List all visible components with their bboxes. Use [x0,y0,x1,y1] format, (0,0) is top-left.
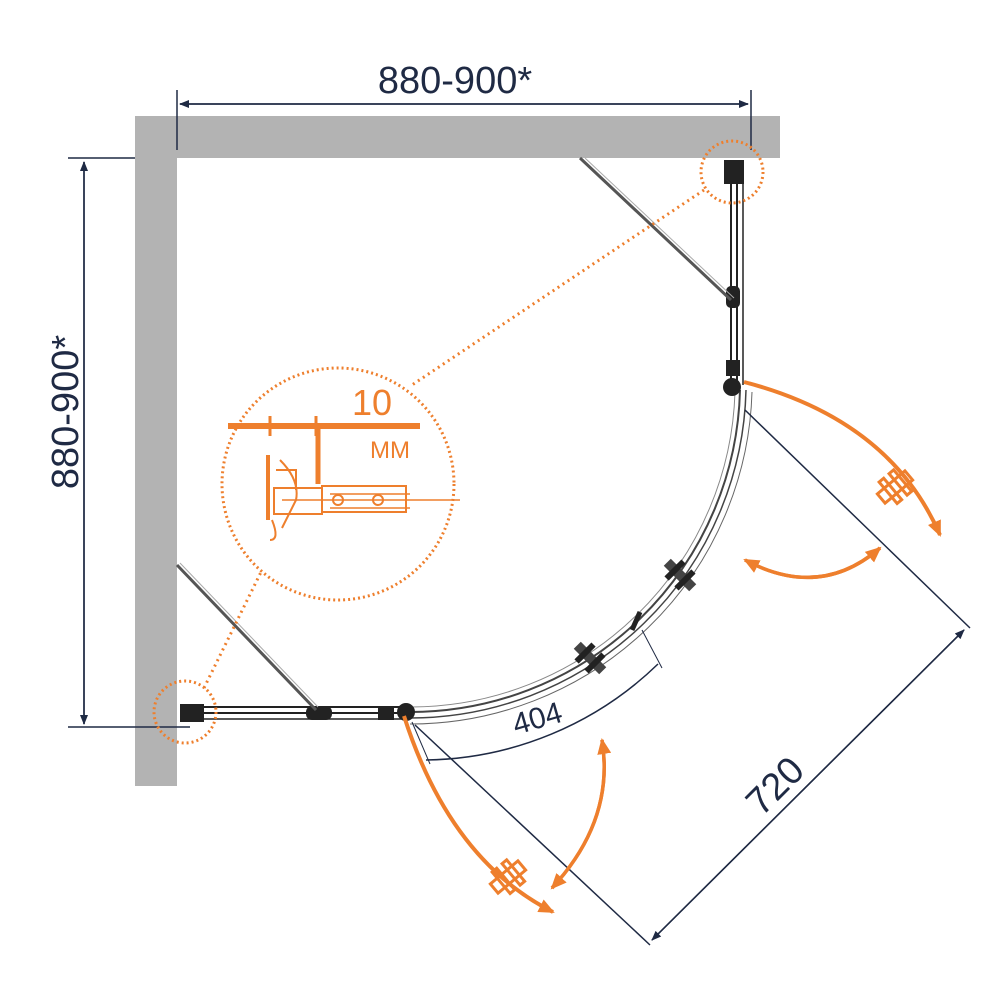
depth-dimension: 880-900* [45,157,190,728]
depth-label: 880-900* [45,335,87,489]
handle-lower-icon [573,641,607,675]
wall-top [135,116,780,158]
door-swing-indicators [402,380,942,914]
diagonal-label: 720 [738,749,813,824]
door-post-bottom [397,703,415,721]
width-dimension: 880-900* [176,60,752,150]
width-label: 880-900* [378,60,532,102]
swing-handle-bottom-icon [488,857,528,896]
door-opening-dimension: 404 [411,629,663,765]
swing-handle-right-icon [875,467,915,506]
callout-circle-bottom-left [152,679,218,745]
wall-left [135,116,177,786]
door-opening-label: 404 [509,696,566,742]
detail-callouts: 10 MM [152,139,765,745]
detail-gap-unit: MM [370,437,410,464]
detail-gap-value: 10 [352,382,392,423]
callout-circle-top-right [699,139,765,205]
door-post-right [723,378,741,396]
curved-doors [397,378,753,725]
detail-magnifier-circle [220,366,456,602]
walls [135,116,780,786]
handle-upper-icon [663,558,697,592]
detail-profile-drawing [228,416,460,541]
fixed-panels [175,156,744,722]
